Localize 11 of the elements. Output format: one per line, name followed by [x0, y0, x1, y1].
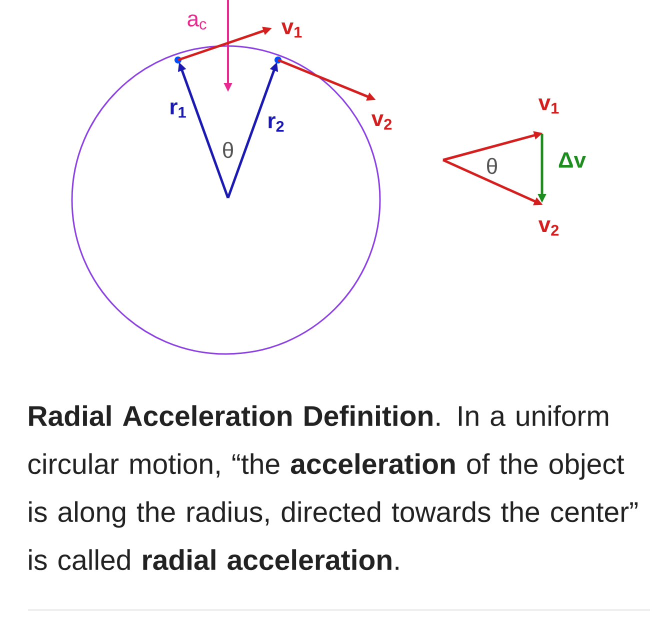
- vector-label: θ: [223, 142, 233, 158]
- vector-label: v$_{1}$: [538, 98, 559, 114]
- caption: Radial Acceleration Definition. In a uniform circular motion, “the acceleration of the object is along the radius, directed towards the center” is called radial acceleration.: [28, 405, 638, 570]
- vector-label: v$_{2}$: [538, 220, 559, 236]
- vector-label: v$_{2}$: [371, 114, 392, 130]
- vector-label: v$_{1}$: [281, 22, 302, 38]
- vector-label: a$_{c}$: [188, 14, 206, 30]
- vector-label: θ: [487, 158, 497, 174]
- vector-label: r$_{2}$: [268, 116, 284, 132]
- vector-label: r$_{1}$: [170, 102, 186, 118]
- vector-label: Δv: [558, 152, 586, 168]
